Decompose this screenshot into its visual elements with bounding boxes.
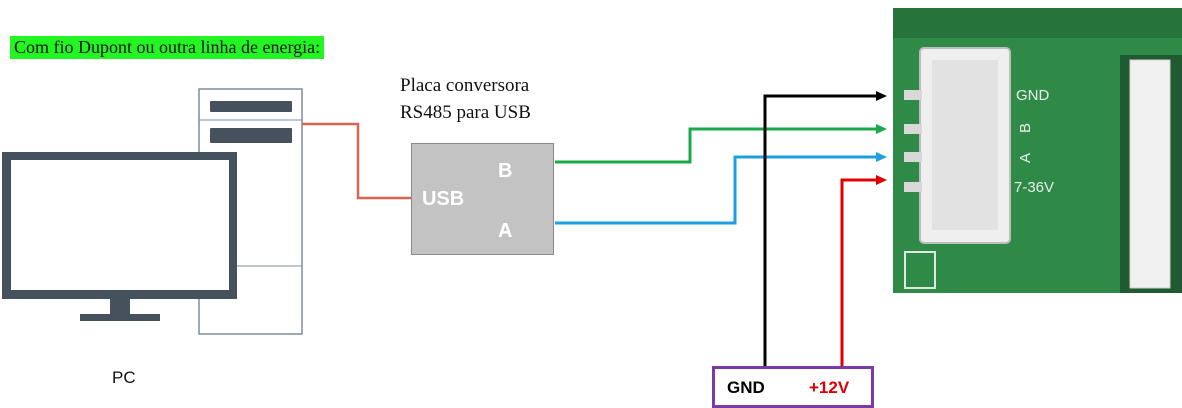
converter-title: Placa conversora RS485 para USB [400, 72, 531, 126]
board-pin-power-label: 7-36V [1014, 179, 1054, 196]
wire-a-arrow [876, 152, 887, 162]
terminal-connector-inner [932, 60, 998, 230]
pc-label: PC [112, 368, 136, 387]
psu-vcc-label: +12V [809, 378, 850, 397]
converter-port-a: A [498, 220, 513, 242]
converter-port-b: B [498, 160, 513, 182]
pc-drive-bay-2 [210, 128, 292, 143]
pin-a-pad [904, 152, 922, 162]
device-board [893, 8, 1182, 293]
wire-vcc [840, 178, 878, 366]
wire-vcc-arrow [876, 175, 887, 185]
wire-gnd-arrow [876, 91, 887, 101]
pcb-silkscreen-box [904, 251, 936, 289]
board-pin-b-label: B [1017, 123, 1034, 133]
pc-tower [198, 88, 303, 335]
monitor-base [80, 314, 160, 321]
converter-title-line2: RS485 para USB [400, 102, 531, 123]
wire-gnd [763, 94, 878, 366]
pc-drive-bay-1 [210, 101, 292, 112]
wire-b-arrow [876, 124, 887, 134]
monitor-neck [110, 299, 130, 314]
pin-power-pad [904, 182, 922, 192]
pin-gnd-pad [904, 90, 922, 100]
board-pin-gnd-label: GND [1016, 87, 1050, 104]
pc-monitor [2, 152, 237, 321]
pcb-top-edge [893, 8, 1182, 38]
monitor-screen [11, 160, 229, 290]
header-note: Com fio Dupont ou outra linha de energia… [10, 36, 325, 59]
psu-gnd-label: GND [727, 378, 765, 397]
board-pin-a-label: A [1017, 153, 1034, 163]
wire-b [555, 127, 878, 164]
rs485-usb-converter: USB B A [411, 143, 554, 255]
pin-b-pad [904, 124, 922, 134]
power-supply: GND +12V [712, 366, 874, 408]
converter-port-usb: USB [422, 188, 465, 210]
ribbon-socket [1129, 59, 1171, 289]
wire-a [555, 155, 878, 225]
usb-cable [302, 122, 411, 200]
converter-title-line1: Placa conversora [400, 75, 530, 96]
